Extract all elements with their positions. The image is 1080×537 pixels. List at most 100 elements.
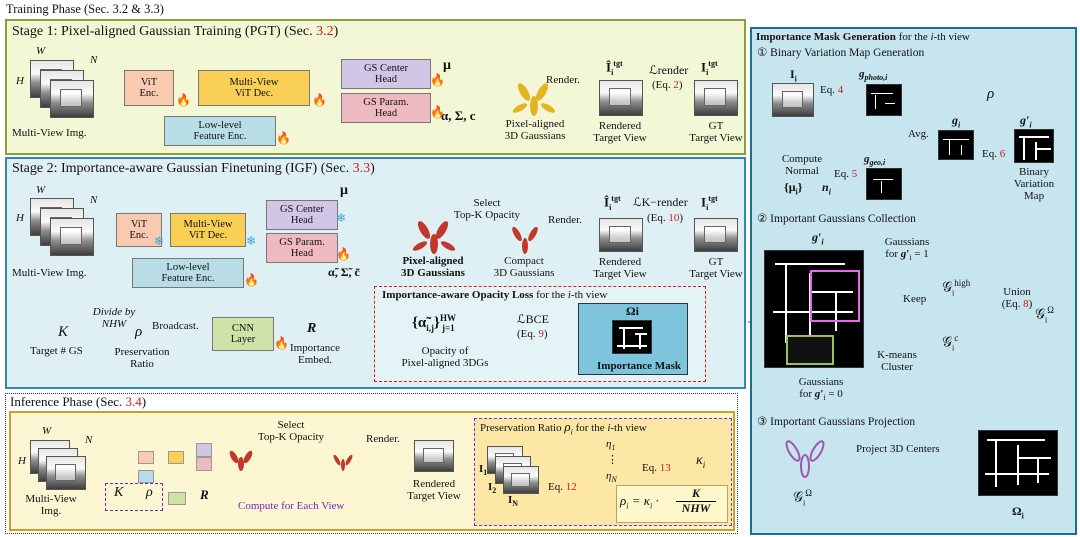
- bce-loss-eq: (Eq. 9): [517, 328, 548, 340]
- stage2-title: Stage 2: Importance-aware Gaussian Finet…: [12, 161, 375, 176]
- k-render-loss-eq: (Eq. 10): [647, 212, 684, 224]
- low-variation-region: [786, 335, 834, 365]
- select-topk-label: Select Top-K Opacity: [453, 197, 521, 221]
- section3-title: ③ Important Gaussians Projection: [757, 416, 916, 428]
- gs-param-head: GS Param. Head: [266, 233, 338, 263]
- compute-normal-label: Compute Normal: [781, 153, 823, 177]
- input-image: [503, 466, 539, 494]
- input-image: [46, 456, 86, 490]
- views-label: N: [90, 54, 98, 66]
- k-symbol: K: [114, 485, 124, 500]
- rho-symbol: ρ: [146, 485, 153, 500]
- pixel-aligned-gaussians-label: Pixel-aligned 3D Gaussians: [401, 255, 465, 279]
- g-omega-symbol: 𝒢iΩ: [1035, 305, 1054, 325]
- rendered-view-image: [599, 218, 643, 252]
- param-label: α, Σ, c: [441, 108, 476, 123]
- eq12-label: Eq. 12: [548, 481, 577, 493]
- g-prime-symbol: g′i: [1020, 113, 1032, 130]
- mini-lowlevel: [138, 470, 154, 483]
- select-topk-label: Select Top-K Opacity: [257, 419, 325, 443]
- rendered-target-view-label: Rendered Target View: [593, 256, 647, 280]
- eq13-label: Eq. 13: [642, 462, 671, 474]
- preservation-ratio-label: Preservation Ratio: [114, 346, 170, 370]
- omega-symbol: Ωi: [1012, 504, 1024, 521]
- gt-view-image: [694, 218, 738, 252]
- opacity-loss-title: Importance-aware Opacity Loss for the i-…: [382, 289, 608, 301]
- vit-encoder: ViT Enc.: [124, 70, 174, 106]
- gs-center-head: GS Center Head: [341, 59, 431, 89]
- mini-gs-param: [196, 457, 212, 471]
- omega-symbol: Ωi: [626, 304, 639, 318]
- fire-icon: 🔥: [276, 131, 291, 145]
- ggeo-symbol: ggeo,i: [864, 153, 886, 168]
- source-image: [772, 83, 814, 117]
- gaussian-blob-icon: [226, 449, 256, 476]
- ii-symbol: Ii: [790, 67, 797, 84]
- binary-variation-map: [1014, 129, 1054, 163]
- r-symbol: R: [200, 487, 209, 502]
- gaussian-blob-icon: [505, 222, 545, 259]
- in-label: IN: [508, 494, 519, 509]
- mini-vit: [138, 451, 154, 464]
- fire-icon: 🔥: [430, 73, 445, 87]
- views-label: N: [90, 194, 98, 206]
- param-label: α̃, Σ̃, c̃: [328, 265, 360, 279]
- target-gs-label: Target # GS: [30, 345, 83, 357]
- project-label: Project 3D Centers: [856, 443, 940, 455]
- multiview-vit-decoder: Multi-View ViT Dec.: [170, 213, 246, 247]
- gaussian-blob-icon: [780, 438, 830, 483]
- high-variation-region: [810, 270, 860, 322]
- training-phase-title: Training Phase (Sec. 3.2 & 3.3): [6, 2, 164, 16]
- gs-param-head: GS Param. Head: [341, 93, 431, 123]
- union-label: Union(Eq. 8): [1001, 286, 1033, 310]
- eta1-label: η1: [606, 438, 616, 453]
- gt-view-image: [694, 80, 738, 116]
- height-label: H: [18, 455, 26, 467]
- gt-target-view-label: GT Target View: [689, 120, 743, 144]
- render-loss: ℒrender: [649, 63, 689, 77]
- rendered-target-view-label: Rendered Target View: [593, 120, 647, 144]
- rendered-symbol: Îitgt: [606, 59, 623, 77]
- rho-formula: ρi = κi ·: [620, 493, 659, 511]
- pixel-aligned-gaussians-label: Pixel-aligned 3D Gaussians: [504, 118, 566, 142]
- rendered-target-view-label: Rendered Target View: [407, 478, 461, 502]
- g-omega-symbol: 𝒢iΩ: [793, 488, 812, 508]
- eq4-label: Eq. 4: [820, 84, 844, 96]
- gs-center-head: GS Center Head: [266, 200, 338, 230]
- importance-mask-label: Importance Mask: [597, 360, 682, 372]
- compact-gaussians-label: Compact 3D Gaussians: [493, 255, 555, 279]
- render-label: Render.: [548, 214, 582, 226]
- rendered-view-image: [599, 80, 643, 116]
- formula-box: [616, 485, 728, 523]
- photo-variation-map: [866, 84, 902, 116]
- g-high-symbol: 𝒢ihigh: [942, 278, 971, 298]
- rendered-view-image: [414, 440, 454, 472]
- cnn-layer: CNN Layer: [212, 317, 274, 351]
- render-label: Render.: [366, 433, 400, 445]
- render-label: Render.: [546, 74, 580, 86]
- k-rho-dashed-box: [105, 483, 163, 511]
- divide-label: Divide by NHW: [92, 306, 136, 330]
- avg-label: Avg.: [908, 128, 929, 140]
- eq6-label: Eq. 6: [982, 148, 1006, 160]
- bce-loss: ℒBCE: [517, 312, 549, 326]
- importance-mask-image: [612, 320, 652, 354]
- kappa-label: κi: [696, 453, 706, 470]
- render-loss-eq: (Eq. 2): [652, 79, 683, 91]
- fire-icon: 🔥: [274, 336, 289, 350]
- fire-icon: 🔥: [336, 247, 351, 261]
- g-prime-symbol: g′i: [812, 230, 824, 247]
- binary-map-label: Binary Variation Map: [1013, 166, 1055, 202]
- rho-symbol: ρ: [987, 86, 995, 102]
- inference-title: Inference Phase (Sec. 3.4): [10, 394, 147, 409]
- compute-each-view-label: Compute for Each View: [238, 500, 345, 512]
- multiview-label: Multi-View Img.: [12, 267, 87, 279]
- views-label: N: [85, 434, 93, 446]
- gt-symbol: Iitgt: [701, 194, 718, 212]
- gaussian-blob-icon: [512, 80, 556, 121]
- snowflake-icon: ❄: [154, 234, 165, 248]
- multiview-label: Multi-View Img.: [12, 127, 87, 139]
- snowflake-icon: ❄: [246, 234, 257, 248]
